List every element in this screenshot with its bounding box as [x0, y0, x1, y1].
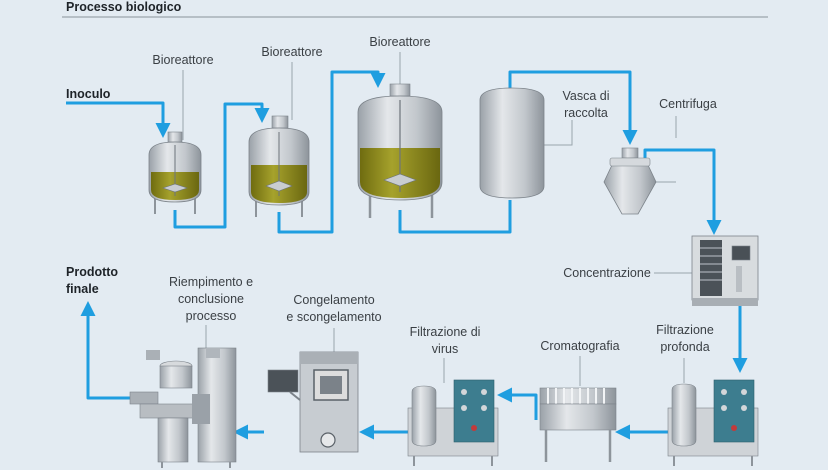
concentrazione-label: Concentrazione [563, 266, 651, 280]
riempimento-label: Riempimento e conclusione processo [168, 275, 254, 323]
flow-bio1-bio2 [173, 102, 270, 229]
centrifuga-machine [603, 147, 657, 215]
bioreattore-2-label: Bioreattore [261, 45, 323, 59]
leader-lines [182, 52, 693, 386]
flow-cromatografia-virus [497, 387, 538, 420]
flow-centrifuga-concentrazione [643, 148, 722, 235]
filtrazione-profonda-machine [667, 379, 759, 466]
bioreattore-3-label: Bioreattore [369, 35, 431, 49]
congelamento-label: Congelamento e scongelamento [286, 293, 382, 324]
bioreattore-3-vessel [357, 83, 443, 218]
flow-prodotto-finale [80, 301, 130, 400]
cromatografia-machine [539, 387, 617, 462]
centrifuga-label: Centrifuga [659, 97, 717, 111]
flow-bio3-vasca [398, 200, 512, 234]
concentrazione-machine [691, 235, 759, 306]
riempimento-machine [129, 347, 237, 468]
filtrazione-virus-machine [407, 379, 499, 466]
inoculo-label: Inoculo [66, 87, 111, 101]
vasca-label: Vasca di raccolta [562, 89, 610, 120]
filtrazione-profonda-label: Filtrazione profonda [656, 323, 714, 354]
vasca-vessel [479, 87, 545, 199]
flow-inoculo [66, 101, 171, 138]
prodotto-finale-label: Prodotto finale [66, 265, 119, 296]
filtrazione-virus-label: Filtrazione di virus [409, 325, 481, 356]
bioreattore-1-label: Bioreattore [152, 53, 214, 67]
diagram-title: Processo biologico [66, 0, 182, 14]
congelamento-machine [267, 351, 359, 453]
flow-bio2-bio3 [277, 70, 386, 234]
cromatografia-label: Cromatografia [540, 339, 620, 353]
bioreattore-1-vessel [148, 131, 202, 214]
flow-lines [66, 70, 748, 440]
flow-vasca-centrifuga [508, 70, 638, 145]
bioreattore-2-vessel [248, 115, 310, 217]
